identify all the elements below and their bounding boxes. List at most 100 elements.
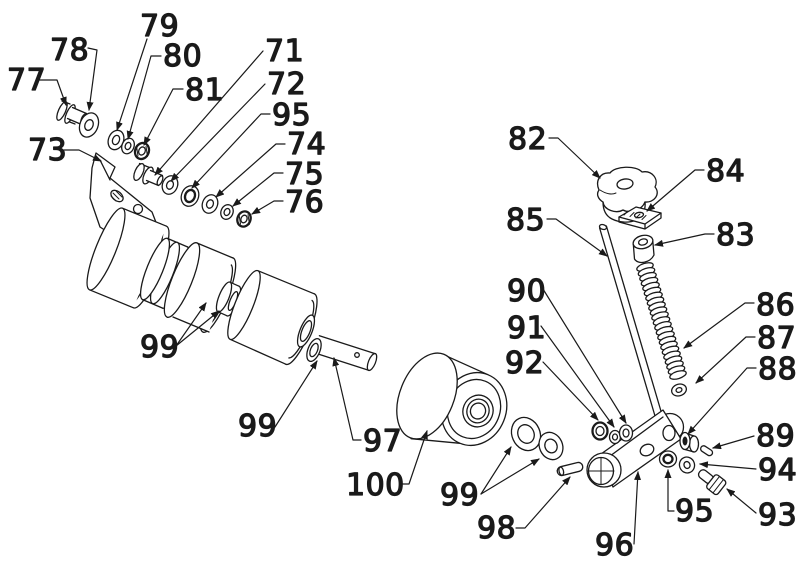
callout-label-85: 85: [506, 203, 545, 238]
callout-78: 78: [49, 32, 98, 111]
part-98-pin: [556, 461, 584, 477]
leader-line-82: [548, 137, 601, 179]
leader-line-86: [683, 302, 755, 349]
part-78-washer: [78, 112, 100, 138]
part-89-pin: [699, 445, 714, 457]
part-94-washer: [678, 456, 696, 474]
callout-label-80: 80: [163, 39, 202, 74]
callout-label-90: 90: [507, 274, 546, 309]
callout-93: 93: [726, 488, 797, 534]
leader-line-80: [126, 55, 162, 140]
callout-99: 99: [139, 302, 220, 366]
leader-line-99: [175, 310, 220, 347]
callout-label-78: 78: [50, 33, 89, 68]
part-76-nut: [236, 210, 252, 228]
callout-94: 94: [699, 452, 797, 489]
callout-71: 71: [154, 33, 304, 176]
leader-line-78: [86, 47, 98, 111]
part-100-roller: [396, 352, 508, 446]
callout-98: 98: [476, 476, 571, 547]
callout-label-74: 74: [287, 127, 326, 162]
part-90-washer: [618, 424, 634, 442]
leader-line-96: [633, 471, 642, 545]
callout-90: 90: [506, 273, 627, 424]
leader-line-74: [215, 143, 286, 198]
leader-line-94: [699, 461, 757, 470]
leader-line-95: [191, 113, 271, 189]
callout-75: 75: [232, 156, 324, 207]
callout-label-83: 83: [716, 218, 755, 253]
leader-line-100: [400, 430, 428, 485]
leader-line-77: [39, 79, 67, 106]
leader-line-85: [546, 218, 608, 257]
leader-line-73: [63, 149, 102, 162]
part-91-washer: [608, 429, 622, 445]
callout-label-96: 96: [595, 528, 634, 563]
leader-line-84: [646, 169, 705, 212]
leader-line-87: [695, 336, 756, 384]
callout-label-75: 75: [285, 157, 324, 192]
callout-label-100: 100: [346, 468, 405, 503]
leader-line-92: [542, 361, 599, 421]
leader-line-99: [480, 446, 512, 495]
callout-88: 88: [687, 351, 797, 435]
callout-76: 76: [251, 184, 324, 221]
part-82-knob: [596, 166, 658, 223]
part-93-bolt: [697, 469, 727, 496]
callout-label-72: 72: [267, 67, 306, 102]
part-75-washer: [220, 204, 234, 220]
leader-line-81: [143, 88, 184, 146]
callout-84: 84: [646, 153, 745, 212]
callout-label-99: 99: [440, 478, 479, 513]
roller-drum-b: [163, 242, 237, 333]
callout-83: 83: [654, 217, 755, 254]
leader-line-72: [170, 83, 266, 182]
callout-label-97: 97: [363, 424, 402, 459]
part-95-bearing-right: [658, 450, 678, 468]
leader-line-99: [175, 302, 207, 347]
callout-73: 73: [27, 132, 102, 169]
callout-82: 82: [507, 121, 601, 179]
part-81-nut: [133, 141, 151, 161]
leader-line-89: [712, 435, 755, 450]
leader-line-97: [332, 357, 362, 441]
callout-79: 79: [116, 8, 179, 131]
part-74-washer: [201, 194, 219, 214]
leader-line-90: [542, 288, 627, 424]
callout-92: 92: [504, 345, 599, 421]
leader-line-79: [116, 38, 148, 131]
part-92-collar: [591, 421, 609, 441]
callout-label-84: 84: [706, 154, 745, 189]
callout-label-82: 82: [508, 122, 547, 157]
leader-line-71: [154, 50, 264, 176]
washer-99-shaft-base: [306, 337, 322, 363]
part-95-bearing-left: [180, 185, 200, 207]
callout-label-99: 99: [238, 409, 277, 444]
callout-85: 85: [505, 202, 608, 257]
callout-label-71: 71: [265, 34, 304, 69]
callout-97: 97: [332, 357, 402, 460]
shaft-hub: [296, 314, 316, 348]
callout-label-92: 92: [505, 346, 544, 381]
part-88-bushing: [679, 431, 700, 453]
callout-label-91: 91: [507, 311, 546, 346]
leader-line-91: [540, 325, 615, 428]
callout-91: 91: [506, 310, 615, 428]
callout-80: 80: [126, 38, 202, 140]
callout-96: 96: [594, 471, 642, 563]
callout-label-79: 79: [140, 9, 179, 44]
callout-label-76: 76: [285, 185, 324, 220]
callout-label-89: 89: [756, 419, 795, 454]
part-99-washer-large: [510, 416, 542, 452]
callout-label-95: 95: [675, 494, 714, 529]
part-83-bushing: [632, 234, 655, 264]
leader-line-75: [232, 172, 284, 207]
part-99-washer-small: [538, 431, 564, 461]
callout-label-94: 94: [758, 453, 797, 488]
callout-99: 99: [237, 360, 318, 445]
callout-label-87: 87: [757, 321, 796, 356]
callout-label-77: 77: [7, 63, 46, 98]
callout-100: 100: [345, 430, 428, 504]
